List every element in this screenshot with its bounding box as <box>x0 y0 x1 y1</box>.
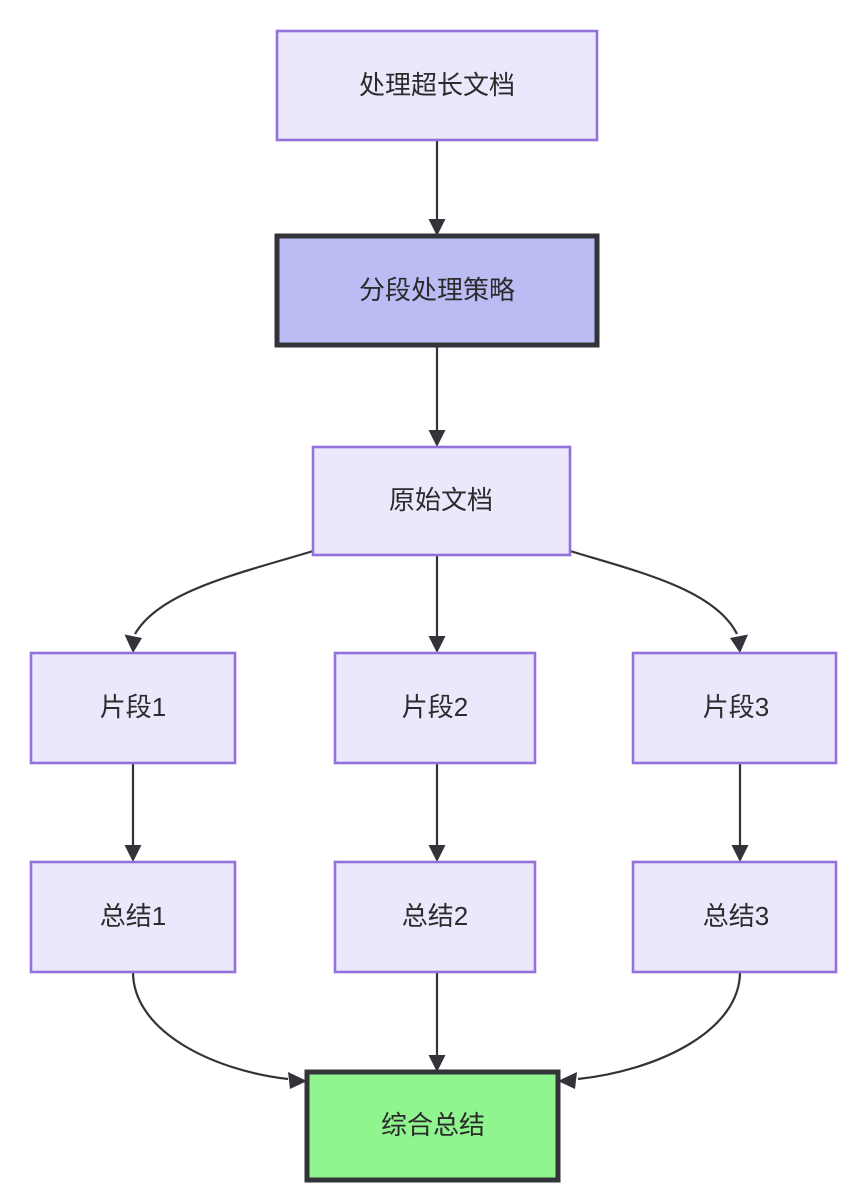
edge-source-to-fragment2 <box>428 555 446 653</box>
node-fragment-3-label: 片段3 <box>703 692 769 722</box>
node-process-long-document[interactable]: 处理超长文档 <box>275 29 599 142</box>
node-process-long-document-label: 处理超长文档 <box>359 70 515 100</box>
node-summary-1-box[interactable] <box>29 860 237 974</box>
node-summary-2[interactable]: 总结2 <box>333 860 537 974</box>
node-source-document-box[interactable] <box>311 445 572 557</box>
node-process-long-document-box[interactable] <box>275 29 599 142</box>
node-summary-2-box[interactable] <box>333 860 537 974</box>
edge-layer <box>124 140 749 1089</box>
node-fragment-3-box[interactable] <box>631 651 838 765</box>
edge-source-to-fragment1 <box>124 549 314 653</box>
node-summary-1-label: 总结1 <box>100 901 166 931</box>
node-summary-3-label: 总结3 <box>703 901 769 931</box>
node-layer: 处理超长文档 分段处理策略 原始文档 片段1 片段2 <box>29 29 838 1183</box>
edge-fragment1-to-summary1 <box>124 763 142 862</box>
node-source-document-label: 原始文档 <box>389 485 493 515</box>
edge-doc-to-strategy <box>428 140 446 236</box>
node-fragment-2[interactable]: 片段2 <box>333 651 537 765</box>
node-final-summary-box[interactable] <box>304 1069 561 1183</box>
edge-summary1-to-final <box>131 971 307 1089</box>
node-chunking-strategy-label: 分段处理策略 <box>359 275 515 305</box>
node-summary-1[interactable]: 总结1 <box>29 860 237 974</box>
node-chunking-strategy[interactable]: 分段处理策略 <box>274 233 600 348</box>
node-source-document[interactable]: 原始文档 <box>311 445 572 557</box>
node-summary-3[interactable]: 总结3 <box>631 860 838 974</box>
node-fragment-1[interactable]: 片段1 <box>29 651 237 765</box>
node-fragment-1-box[interactable] <box>29 651 237 765</box>
edge-summary2-to-final <box>428 972 446 1072</box>
node-fragment-1-label: 片段1 <box>100 692 166 722</box>
edge-fragment3-to-summary3 <box>731 763 749 862</box>
node-summary-2-label: 总结2 <box>402 901 468 931</box>
edge-strategy-to-source <box>428 345 446 447</box>
edge-source-to-fragment3 <box>569 549 748 653</box>
node-summary-3-box[interactable] <box>631 860 838 974</box>
node-fragment-3[interactable]: 片段3 <box>631 651 838 765</box>
node-fragment-2-box[interactable] <box>333 651 537 765</box>
node-fragment-2-label: 片段2 <box>402 692 468 722</box>
node-chunking-strategy-box[interactable] <box>274 233 600 348</box>
node-final-summary[interactable]: 综合总结 <box>304 1069 561 1183</box>
edge-fragment2-to-summary2 <box>428 763 446 862</box>
node-final-summary-label: 综合总结 <box>381 1110 485 1140</box>
edge-summary3-to-final <box>558 971 742 1089</box>
